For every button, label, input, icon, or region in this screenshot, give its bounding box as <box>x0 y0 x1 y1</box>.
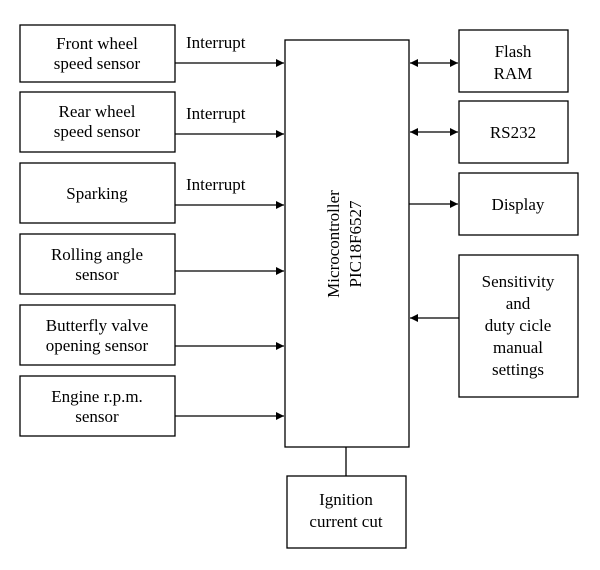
microcontroller-model: PIC18F6527 <box>346 200 365 287</box>
svg-text:Sparking: Sparking <box>66 184 128 203</box>
svg-text:sensor: sensor <box>75 265 119 284</box>
svg-text:Rear wheel: Rear wheel <box>59 102 136 121</box>
output-arrows <box>409 59 459 322</box>
input-front-wheel-sensor: Front wheel speed sensor <box>19 24 176 83</box>
microcontroller-label: Microcontroller <box>324 190 343 298</box>
input-engine-rpm-sensor: Engine r.p.m. sensor <box>19 375 176 437</box>
interrupt-label-front: Interrupt <box>186 33 246 52</box>
output-rs232: RS232 <box>458 100 569 164</box>
input-arrows <box>175 59 284 420</box>
input-rolling-angle-sensor: Rolling angle sensor <box>19 233 176 295</box>
svg-text:Display: Display <box>492 195 545 214</box>
input-butterfly-valve-sensor: Butterfly valve opening sensor <box>19 304 176 366</box>
svg-text:opening sensor: opening sensor <box>46 336 149 355</box>
svg-text:Engine r.p.m.: Engine r.p.m. <box>51 387 143 406</box>
svg-text:speed sensor: speed sensor <box>54 54 141 73</box>
output-flash-ram: Flash RAM <box>458 29 569 93</box>
input-sparking: Sparking <box>19 162 176 224</box>
svg-text:Butterfly valve: Butterfly valve <box>46 316 148 335</box>
svg-text:Flash: Flash <box>495 42 532 61</box>
input-rear-wheel-sensor: Rear wheel speed sensor <box>19 91 176 153</box>
svg-text:Front wheel: Front wheel <box>56 34 138 53</box>
svg-text:and: and <box>506 294 531 313</box>
microcontroller-block: Microcontroller PIC18F6527 <box>284 39 410 448</box>
svg-text:duty cicle: duty cicle <box>485 316 552 335</box>
svg-text:settings: settings <box>492 360 544 379</box>
svg-text:RS232: RS232 <box>490 123 536 142</box>
svg-text:Rolling angle: Rolling angle <box>51 245 143 264</box>
interrupt-label-sparking: Interrupt <box>186 175 246 194</box>
interrupt-label-rear: Interrupt <box>186 104 246 123</box>
svg-text:current cut: current cut <box>309 512 382 531</box>
svg-text:manual: manual <box>493 338 543 357</box>
input-sensitivity-settings: Sensitivity and duty cicle manual settin… <box>458 254 579 398</box>
output-display: Display <box>458 172 579 236</box>
svg-text:Sensitivity: Sensitivity <box>482 272 555 291</box>
output-ignition-current-cut: Ignition current cut <box>286 475 407 549</box>
svg-text:Ignition: Ignition <box>319 490 373 509</box>
svg-text:sensor: sensor <box>75 407 119 426</box>
svg-text:RAM: RAM <box>494 64 533 83</box>
svg-text:speed sensor: speed sensor <box>54 122 141 141</box>
